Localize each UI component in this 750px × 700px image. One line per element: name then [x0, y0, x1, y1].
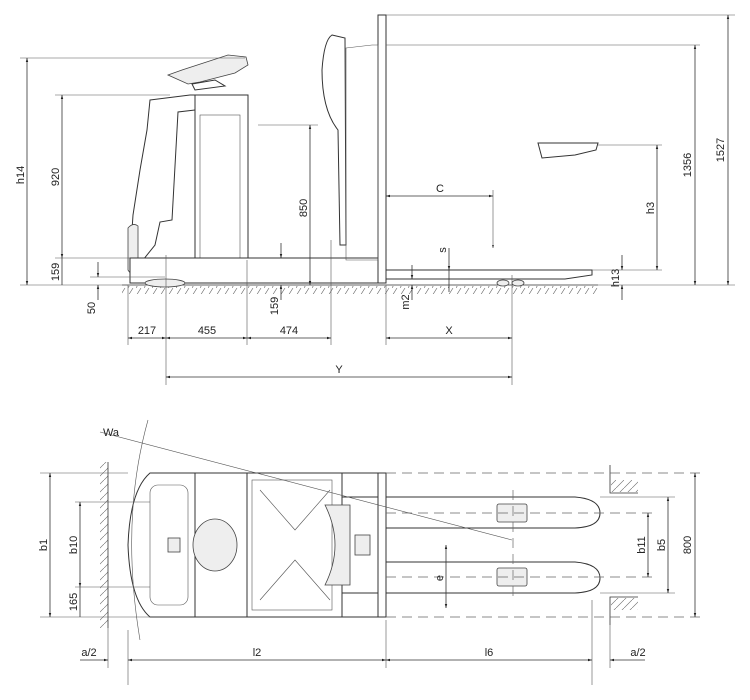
fork-side	[385, 269, 593, 280]
top-view: Wa b1 b10 165 a/2 l2 l6 a/2 b11 b5 800 e	[38, 419, 700, 685]
backrest-top	[324, 504, 351, 586]
backrest	[321, 34, 347, 246]
dim-e: e	[434, 575, 446, 581]
drive-wheel	[144, 278, 186, 288]
turning-radius-arc	[131, 419, 149, 641]
ground-hatch	[122, 286, 598, 294]
dim-b11: b11	[636, 536, 648, 554]
dim-l6: l6	[485, 647, 494, 659]
mast-cover-bottom	[341, 592, 379, 618]
mast-cover-top	[341, 472, 379, 498]
dim-b1: b1	[38, 539, 50, 551]
tiller-top	[192, 518, 238, 572]
load-wheel-upper	[496, 503, 528, 523]
dim-l2: l2	[253, 647, 262, 659]
mast	[377, 14, 387, 284]
dim-C: C	[436, 183, 444, 195]
hood-panel	[149, 484, 189, 606]
chassis-top	[127, 472, 196, 618]
dim-50: 50	[86, 302, 98, 314]
dim-455: 455	[198, 325, 216, 337]
dim-850: 850	[298, 199, 310, 217]
load-wheel-lower	[496, 567, 528, 587]
top-dimensions: Wa b1 b10 165 a/2 l2 l6 a/2 b11 b5 800 e	[38, 419, 700, 685]
dim-474: 474	[280, 325, 298, 337]
dim-217: 217	[138, 325, 156, 337]
wa-leader	[99, 431, 513, 541]
dim-m2: m2	[400, 294, 412, 309]
dim-X: X	[445, 325, 453, 337]
load-wheel	[511, 279, 525, 287]
dim-165: 165	[68, 593, 80, 611]
wall-right-top-hatch	[611, 480, 638, 492]
battery-platform	[246, 472, 343, 618]
mast-unit	[354, 534, 371, 556]
dim-h13: h13	[610, 269, 622, 287]
dim-159-left: 159	[50, 263, 62, 281]
battery-compartment	[194, 94, 249, 261]
side-view: h14 920 159 50 850 159 217 455 474 Y X C…	[15, 14, 735, 385]
dim-b5: b5	[656, 539, 668, 551]
mast-top	[377, 472, 387, 618]
dim-Wa: Wa	[103, 427, 120, 439]
dim-h14: h14	[15, 166, 27, 184]
truck-side	[127, 14, 599, 288]
dim-1527: 1527	[715, 138, 727, 162]
load-wheel	[496, 279, 510, 287]
dim-h3: h3	[645, 202, 657, 214]
tiller-head	[166, 54, 249, 85]
wall-right-bottom	[609, 596, 638, 625]
fork-lower	[385, 561, 601, 594]
fork-raised	[537, 142, 599, 159]
side-dimensions: h14 920 159 50 850 159 217 455 474 Y X C…	[15, 14, 735, 385]
dim-s: s	[437, 247, 449, 253]
tiller-grip	[167, 537, 181, 553]
dim-800: 800	[682, 536, 694, 554]
truck-top	[127, 472, 601, 618]
dim-Y: Y	[335, 364, 343, 376]
dim-a2-left: a/2	[81, 647, 96, 659]
wall-right-top	[609, 465, 638, 494]
dim-1356: 1356	[682, 153, 694, 177]
mast-frame	[345, 44, 379, 261]
dim-920: 920	[50, 168, 62, 186]
wall-right-bottom-hatch	[611, 598, 638, 610]
tiller-arm	[191, 79, 227, 91]
mat-pattern	[259, 489, 331, 601]
dim-159-mid: 159	[269, 297, 281, 315]
dim-b10: b10	[68, 536, 80, 554]
dim-a2-right: a/2	[630, 647, 645, 659]
platform-mat	[251, 479, 333, 611]
wall-left-hatch	[100, 462, 108, 628]
fork-upper	[385, 496, 601, 529]
